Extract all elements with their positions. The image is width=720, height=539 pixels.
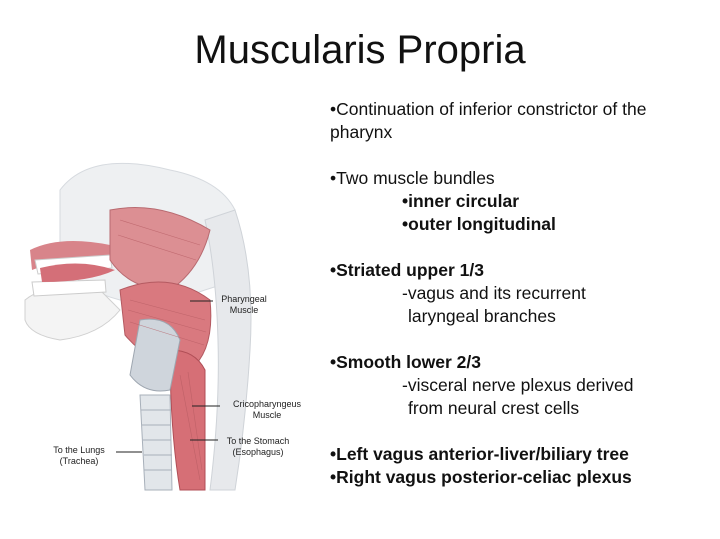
trachea-shape <box>139 394 173 491</box>
bullet-4-sub2: from neural crest cells <box>408 398 580 418</box>
label-lungs-line2: (Trachea) <box>59 456 99 466</box>
label-crico-line1: Cricopharyngeus <box>232 399 302 409</box>
bullet-1-line2: pharynx <box>330 122 393 142</box>
label-stomach-line1: To the Stomach <box>226 436 290 446</box>
slide-title: Muscularis Propria <box>194 28 526 72</box>
bullet-2: •Two muscle bundles <box>330 168 495 188</box>
label-stomach-line2: (Esophagus) <box>232 447 284 457</box>
larynx-shape <box>129 318 181 392</box>
label-crico-line2: Muscle <box>252 410 282 420</box>
bullet-3-sub1: -vagus and its recurrent <box>402 283 586 303</box>
label-pharyngeal-line2: Muscle <box>229 305 259 315</box>
bullet-4: •Smooth lower 2/3 <box>330 352 482 372</box>
esophagus-muscle-shape <box>169 349 206 491</box>
bullet-3: •Striated upper 1/3 <box>330 260 484 280</box>
label-to-lungs: To the Lungs (Trachea) <box>44 445 114 467</box>
bullet-3-sub2: laryngeal branches <box>408 306 556 326</box>
bullet-6: •Right vagus posterior-celiac plexus <box>330 467 632 487</box>
trachea-rings <box>141 409 172 471</box>
label-lungs-line1: To the Lungs <box>53 445 105 455</box>
spine-shape <box>204 209 252 491</box>
bullet-5: •Left vagus anterior-liver/biliary tree <box>330 444 629 464</box>
label-to-stomach: To the Stomach (Esophagus) <box>218 436 298 458</box>
muscle-fibers <box>117 219 207 481</box>
label-pharyngeal-line1: Pharyngeal <box>221 294 267 304</box>
teeth-lower <box>31 279 107 297</box>
label-cricopharyngeus: Cricopharyngeus Muscle <box>222 399 312 421</box>
bullet-2-sub1: •inner circular <box>402 191 520 211</box>
tongue-shape <box>40 263 115 282</box>
bullet-1-line1: •Continuation of inferior constrictor of… <box>330 99 647 119</box>
bullet-4-sub1: -visceral nerve plexus derived <box>402 375 634 395</box>
anatomy-illustration <box>24 162 252 491</box>
label-pharyngeal-muscle: Pharyngeal Muscle <box>214 294 274 316</box>
bullet-2-sub2: •outer longitudinal <box>402 214 556 234</box>
bullet-list: •Continuation of inferior constrictor of… <box>330 98 710 489</box>
